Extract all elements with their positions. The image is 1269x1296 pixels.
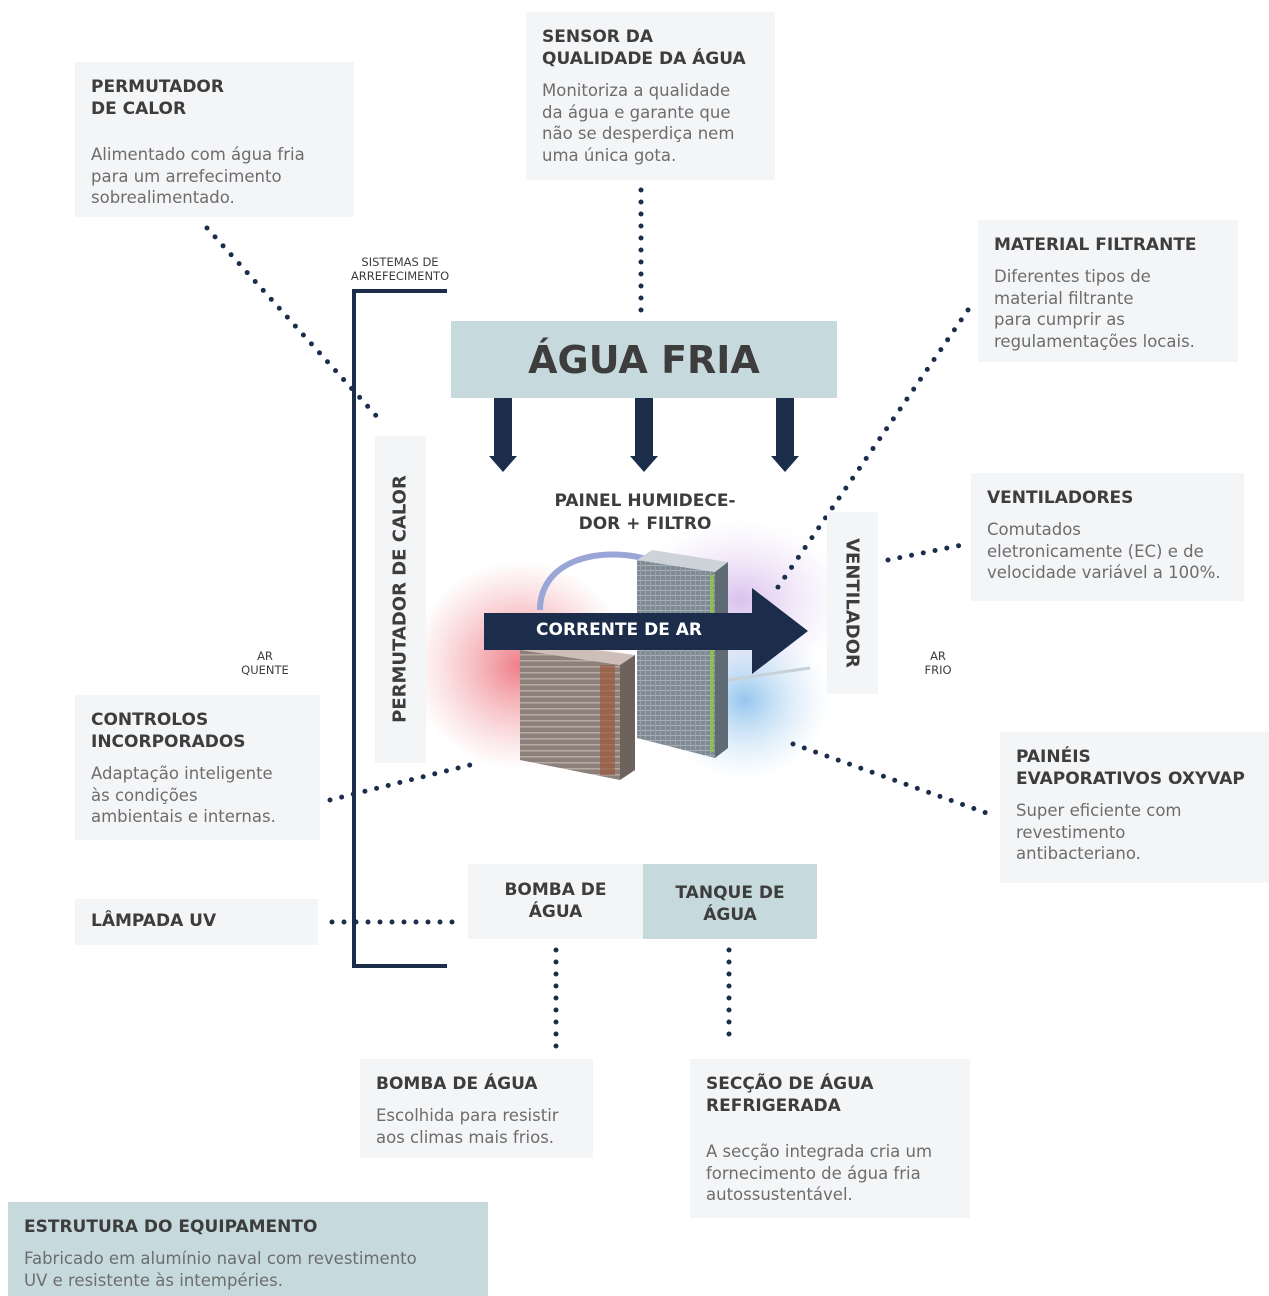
filtro-desc: Diferentes tipos de material filtrante p…	[994, 267, 1195, 351]
tanque-center-box: TANQUE DE ÁGUA	[643, 864, 817, 939]
seccao-info-box: SECÇÃO DE ÁGUA REFRIGERADA A secção inte…	[690, 1059, 970, 1218]
paineis-title: PAINÉIS EVAPORATIVOS OXYVAP	[1016, 747, 1245, 789]
ventiladores-info-box: VENTILADORES Comutados eletronicamente (…	[971, 473, 1244, 601]
seccao-desc: A secção integrada cria um fornecimento …	[706, 1142, 933, 1204]
filtro-info-box: MATERIAL FILTRANTE Diferentes tipos de m…	[978, 220, 1238, 362]
bomba-title: BOMBA DE ÁGUA	[376, 1074, 538, 1094]
permutador-title: PERMUTADOR DE CALOR	[91, 77, 224, 119]
estrutura-desc: Fabricado em alumínio naval com revestim…	[24, 1249, 417, 1290]
corrente-label: CORRENTE DE AR	[536, 620, 702, 640]
leader-lines	[204, 187, 995, 1053]
sensor-desc: Monitoriza a qualidade da água e garante…	[542, 81, 735, 165]
estrutura-info-box: ESTRUTURA DO EQUIPAMENTO Fabricado em al…	[8, 1202, 488, 1296]
permutador-vertical-panel: PERMUTADOR DE CALOR	[375, 436, 426, 763]
bomba-center-label: BOMBA DE ÁGUA	[504, 880, 607, 922]
sensor-title: SENSOR DA QUALIDADE DA ÁGUA	[542, 27, 746, 69]
bomba-center-box: BOMBA DE ÁGUA	[468, 864, 643, 939]
agua-fria-banner: ÁGUA FRIA	[451, 321, 837, 398]
ventiladores-desc: Comutados eletronicamente (EC) e de velo…	[987, 520, 1221, 582]
sistemas-label: SISTEMAS DE ARREFECIMENTO	[350, 255, 450, 283]
permutador-desc: Alimentado com água fria para um arrefec…	[91, 145, 305, 207]
tanque-center-label: TANQUE DE ÁGUA	[675, 883, 785, 925]
ventiladores-title: VENTILADORES	[987, 488, 1134, 508]
water-down-arrows	[489, 398, 799, 472]
permutador-vertical-label: PERMUTADOR DE CALOR	[389, 475, 411, 723]
permutador-info-box: PERMUTADOR DE CALOR Alimentado com água …	[75, 62, 354, 217]
ventilador-vertical-panel: VENTILADOR	[827, 512, 878, 694]
estrutura-title: ESTRUTURA DO EQUIPAMENTO	[24, 1217, 318, 1237]
filtro-title: MATERIAL FILTRANTE	[994, 235, 1197, 255]
bomba-info-box: BOMBA DE ÁGUA Escolhida para resistir ao…	[360, 1059, 593, 1158]
airflow-arrow	[484, 588, 808, 674]
bomba-desc: Escolhida para resistir aos climas mais …	[376, 1106, 559, 1147]
controlos-title: CONTROLOS INCORPORADOS	[91, 710, 246, 752]
seccao-title: SECÇÃO DE ÁGUA REFRIGERADA	[706, 1074, 874, 1116]
equipment-illustration	[520, 550, 811, 780]
ar-quente-label: AR QUENTE	[241, 649, 289, 677]
cooling-system-bracket	[352, 289, 447, 968]
painel-label: PAINEL HUMIDECE- DOR + FILTRO	[554, 491, 736, 534]
ventilador-vertical-label: VENTILADOR	[841, 538, 863, 668]
sensor-info-box: SENSOR DA QUALIDADE DA ÁGUA Monitoriza a…	[526, 12, 775, 180]
lampada-uv-box: LÂMPADA UV	[75, 899, 318, 945]
agua-fria-label: ÁGUA FRIA	[528, 337, 760, 382]
lampada-title: LÂMPADA UV	[91, 911, 217, 931]
paineis-info-box: PAINÉIS EVAPORATIVOS OXYVAP Super eficie…	[1000, 732, 1269, 883]
controlos-desc: Adaptação inteligente às condições ambie…	[91, 764, 276, 826]
controlos-info-box: CONTROLOS INCORPORADOS Adaptação intelig…	[75, 695, 320, 840]
ar-frio-label: AR FRIO	[924, 649, 952, 677]
paineis-desc: Super eficiente com revestimento antibac…	[1016, 801, 1182, 863]
